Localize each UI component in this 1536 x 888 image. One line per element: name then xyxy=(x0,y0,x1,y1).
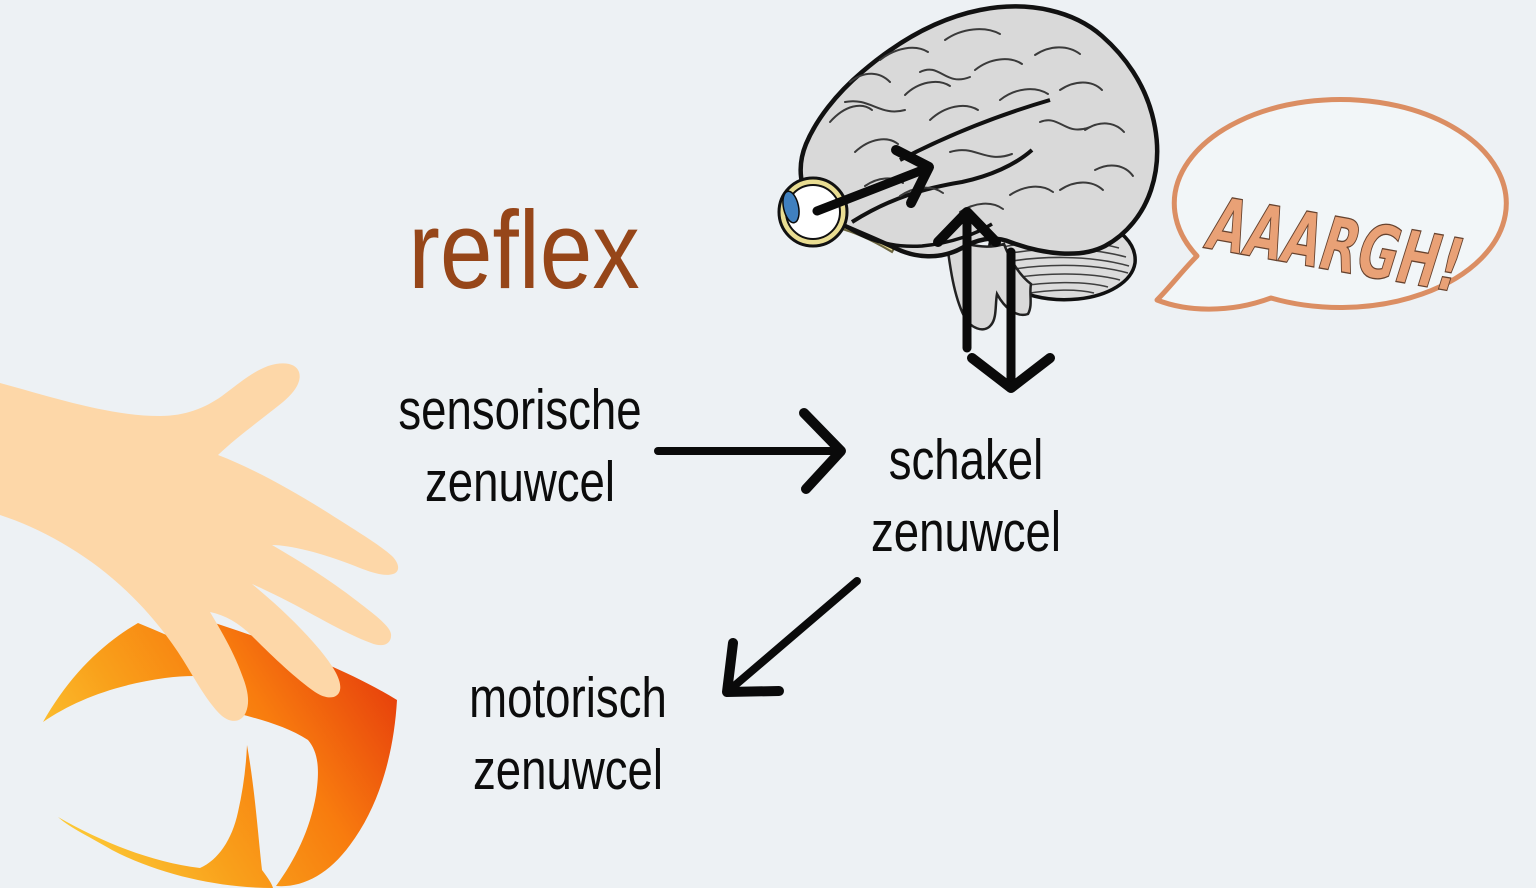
label-sensory-line2: zenuwcel xyxy=(424,450,616,514)
speech-bubble-outline xyxy=(1154,97,1509,312)
label-relay-line2: zenuwcel xyxy=(870,500,1062,564)
arrows xyxy=(654,145,1055,697)
cerebrum xyxy=(798,4,1160,259)
label-relay-line1: schakel xyxy=(888,428,1044,492)
label-sensory-line1: sensorische xyxy=(398,378,642,442)
flame-upper-crescent xyxy=(43,623,302,722)
brain-fissures xyxy=(836,98,1051,249)
hand-icon xyxy=(0,363,399,721)
brain-icon xyxy=(798,4,1160,331)
flame-lower-swoosh xyxy=(58,745,273,888)
arrow-down-from-brain xyxy=(967,247,1055,393)
label-sensory-neuron: sensorische zenuwcel xyxy=(360,374,680,518)
arrow-sensory-to-relay xyxy=(654,408,846,494)
label-relay-neuron: schakel zenuwcel xyxy=(806,424,1126,568)
label-motor-line1: motorisch xyxy=(469,666,667,730)
label-motor-neuron: motorisch zenuwcel xyxy=(408,662,728,806)
arrow-up-to-brain xyxy=(933,207,1001,353)
arrow-relay-to-motor xyxy=(722,577,861,697)
speech-bubble: AAARGH! xyxy=(1154,97,1509,312)
label-motor-line2: zenuwcel xyxy=(472,738,664,802)
hand-silhouette xyxy=(0,363,399,721)
page-title: reflex xyxy=(408,189,640,312)
arrow-eye-to-brain xyxy=(812,145,934,216)
eye-iris xyxy=(782,190,800,224)
